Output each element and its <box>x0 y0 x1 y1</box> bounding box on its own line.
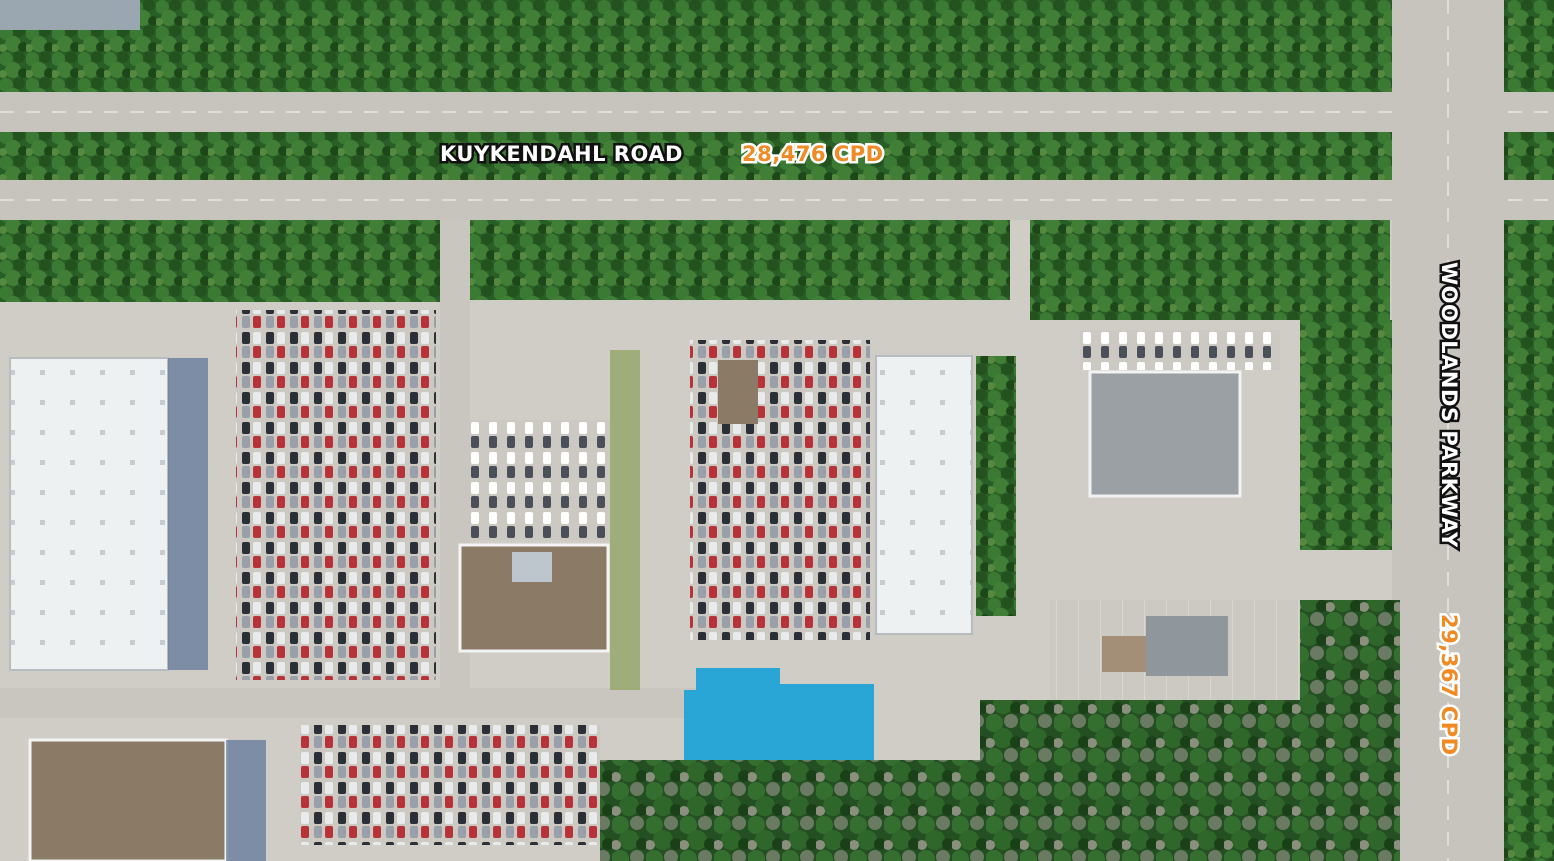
building-small-kiosk <box>718 360 758 424</box>
parking-lot-center-north <box>470 420 610 540</box>
parking-lot-center <box>690 340 870 640</box>
tree-band-center <box>470 220 1010 300</box>
kuykendahl-road-traffic-count: 28,476 CPD <box>742 142 884 166</box>
building-northwest <box>0 0 140 30</box>
building-brown-southwest <box>28 738 228 861</box>
building-gray-southeast <box>1146 616 1228 676</box>
tree-band-north <box>0 0 1554 92</box>
kuykendahl-road-label: KUYKENDAHL ROAD 28,476 CPD <box>438 140 886 169</box>
woodlands-parkway-traffic-count: 29,367 CPD <box>1437 614 1461 756</box>
internal-drive-south <box>0 688 700 718</box>
building-gray-northeast <box>1088 370 1242 498</box>
kuykendahl-road-north-lanes <box>0 92 1554 132</box>
woods-south <box>600 760 1400 861</box>
tree-band-east <box>1030 220 1390 320</box>
kuykendahl-median <box>0 132 1554 180</box>
tree-row-center <box>976 356 1016 616</box>
woodlands-east-trees <box>1504 220 1554 861</box>
building-large-white-west <box>9 357 169 671</box>
kuykendahl-road-south-lanes <box>0 180 1554 220</box>
parking-lot-south <box>300 725 600 845</box>
tree-band-west <box>0 220 440 302</box>
kuykendahl-road-name: KUYKENDAHL ROAD <box>440 142 683 166</box>
woodlands-parkway-name: WOODLANDS PARKWAY <box>1437 262 1461 548</box>
woodlands-parkway-label: WOODLANDS PARKWAY 29,367 CPD <box>1435 260 1464 759</box>
tree-strip-east <box>1300 320 1392 550</box>
parking-lot-west <box>236 310 436 680</box>
parking-lot-northeast <box>1080 330 1280 370</box>
building-white-strip <box>875 355 973 635</box>
